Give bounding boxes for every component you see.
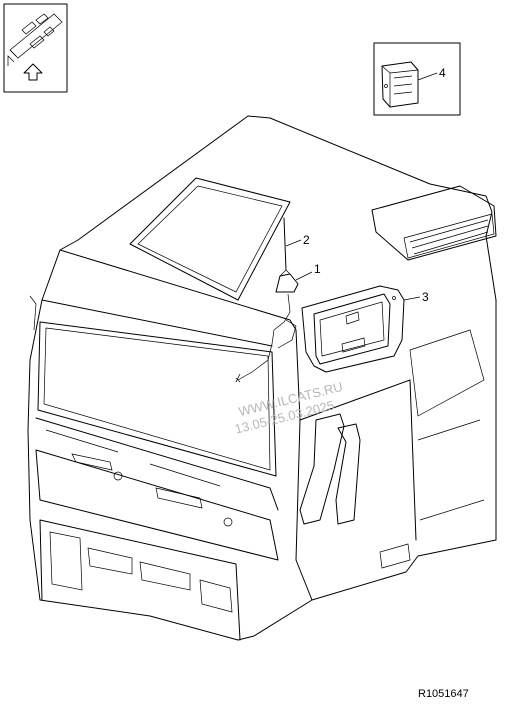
callout-4-leader [417,72,438,81]
side-window [409,329,485,417]
up-arrow-icon [23,63,43,81]
antenna-cable [237,293,297,381]
windshield [37,321,277,477]
callout-4-label: 4 [439,66,446,80]
display-unit [301,285,405,373]
grille [35,449,279,561]
callout-2-leader [285,239,302,247]
mirror [299,413,345,525]
door [295,329,417,601]
module-part [381,61,419,108]
module-inset: 4 [373,42,461,116]
orientation-sketch [7,13,63,66]
callouts: 1 2 3 [285,233,429,304]
watermark: WWW.ILCATS.RU 13.05-25.03.2025 [233,379,344,437]
callout-3-leader [403,296,421,301]
sunroof [129,177,291,301]
callout-1-label: 1 [314,262,321,276]
bumper [39,519,241,641]
antenna-rod [283,217,287,271]
callout-3-label: 3 [422,290,429,304]
callout-2-label: 2 [303,233,310,247]
cab-roof [41,115,497,641]
orientation-inset [3,3,68,93]
antenna-assembly [235,217,299,383]
reference-number: R1051647 [418,688,469,700]
callout-1-leader [295,271,313,281]
truck-cab [27,115,497,641]
roof-spoiler [371,185,497,261]
cab-front [27,299,239,641]
antenna-base [275,273,299,293]
